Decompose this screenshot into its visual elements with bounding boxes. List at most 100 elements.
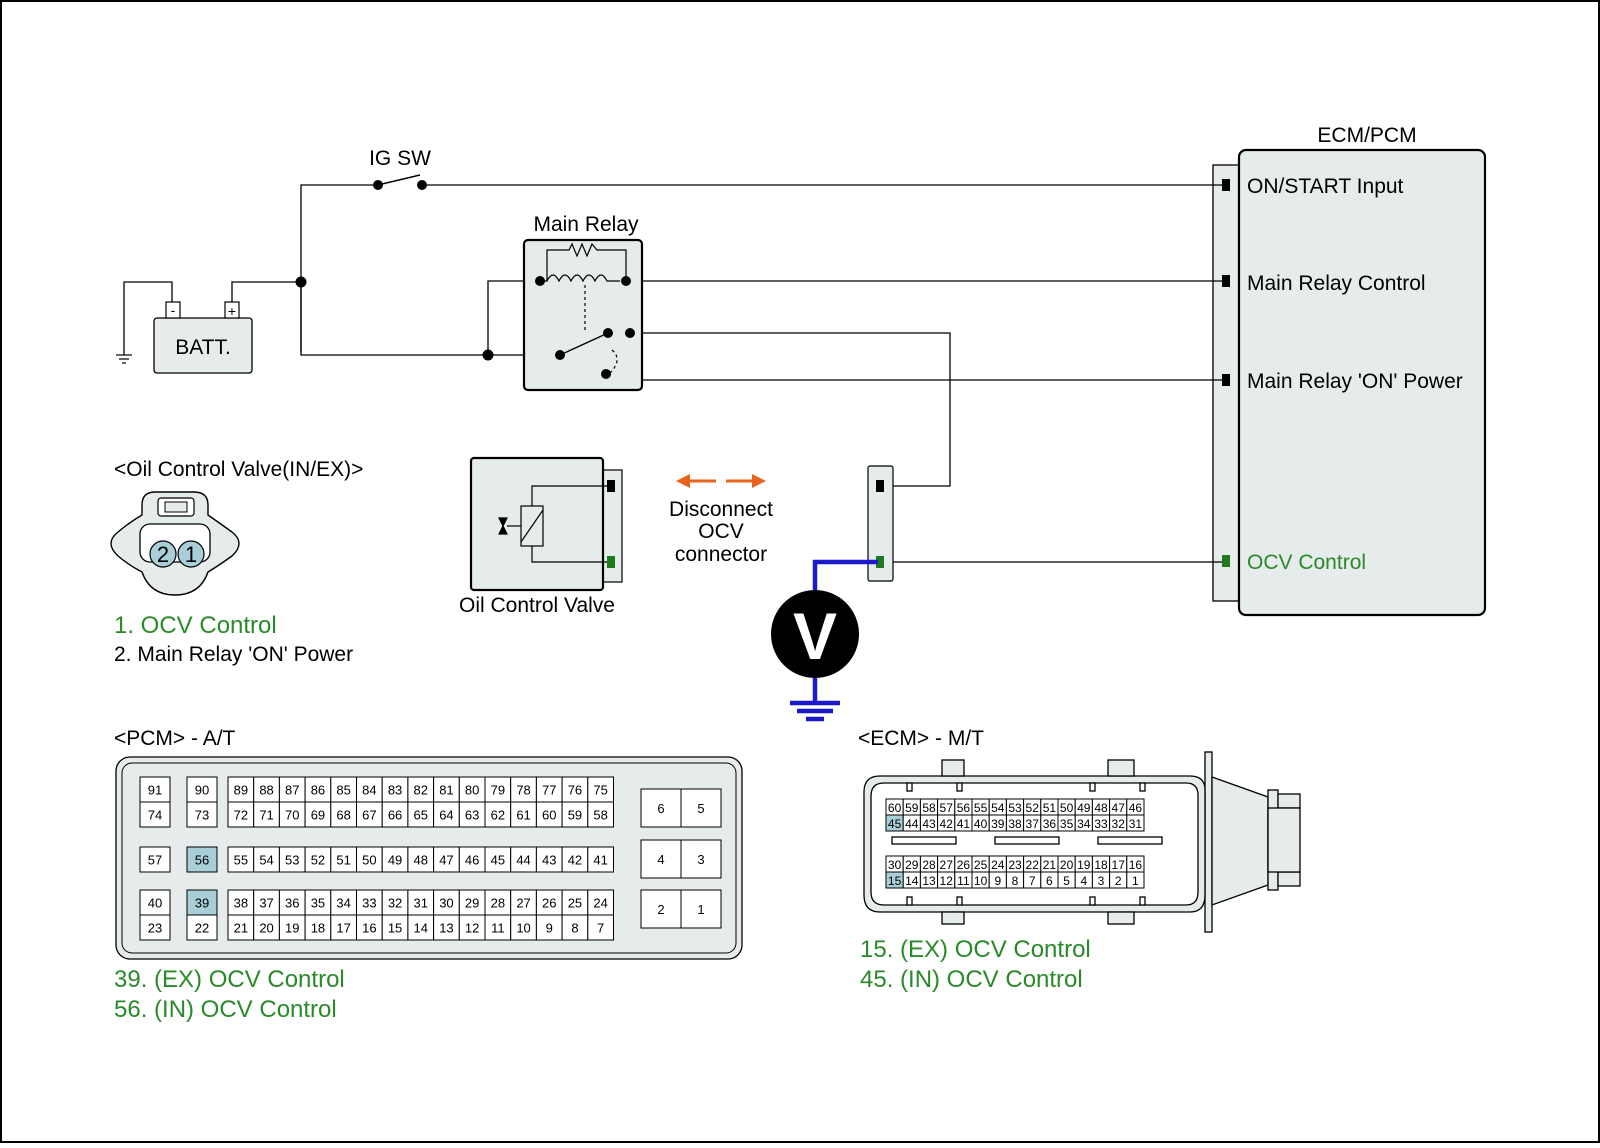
ecm-pin-main-relay-on-power xyxy=(1222,374,1230,386)
wires xyxy=(123,184,1222,563)
ocv-pin-1: 1 xyxy=(185,542,197,567)
ecm-pin-on-start xyxy=(1222,179,1230,191)
harness-pin-2 xyxy=(876,556,884,568)
pin-number: 52 xyxy=(311,853,325,868)
pin-number: 44 xyxy=(905,817,919,831)
pin-number: 71 xyxy=(259,808,273,823)
pin-number: 82 xyxy=(414,783,428,798)
pin-number: 91 xyxy=(148,783,162,798)
pin-number: 76 xyxy=(568,783,582,798)
pin-number: 17 xyxy=(336,921,350,936)
pin-number: 24 xyxy=(593,896,607,911)
pin-cell xyxy=(186,801,218,828)
pin-cell xyxy=(1126,871,1145,889)
pin-number: 54 xyxy=(991,801,1005,815)
pcm-legend-1: 39. (EX) OCV Control xyxy=(114,966,345,993)
ecm-pcm-label: ECM/PCM xyxy=(1317,124,1416,147)
pin-cell xyxy=(510,776,537,803)
relay-contact xyxy=(625,328,635,338)
pin-number: 26 xyxy=(542,896,556,911)
pin-cell xyxy=(278,914,306,941)
battery-positive-terminal xyxy=(224,301,240,319)
pin-number: 42 xyxy=(568,853,582,868)
pin-number: 78 xyxy=(516,783,530,798)
pin-cell xyxy=(278,889,306,916)
pin-number: 38 xyxy=(1008,817,1022,831)
pin-number: 35 xyxy=(1060,817,1074,831)
ocv-pin-2: 2 xyxy=(157,542,169,567)
pcm-connector-inner xyxy=(121,762,737,954)
pin-number: 9 xyxy=(994,874,1001,888)
pin-number: 26 xyxy=(957,858,971,872)
pin-number: 3 xyxy=(1098,874,1105,888)
disconnect-text-2: OCV xyxy=(698,520,744,543)
pin-number: 22 xyxy=(195,921,209,936)
pin-number: 42 xyxy=(940,817,954,831)
pin-number: 3 xyxy=(697,852,704,867)
pin-cell xyxy=(381,846,409,873)
pin-number: 21 xyxy=(1043,858,1057,872)
pin-number: 53 xyxy=(285,853,299,868)
pin-cell xyxy=(1126,814,1145,832)
main-relay-on-power-label: Main Relay 'ON' Power xyxy=(1247,370,1463,393)
pin-number: 48 xyxy=(1094,801,1108,815)
pin-number: 7 xyxy=(1029,874,1036,888)
pin-cell xyxy=(433,846,460,873)
pin-number: 40 xyxy=(974,817,988,831)
pin-number: 52 xyxy=(1026,801,1040,815)
pin-number: 16 xyxy=(1129,858,1143,872)
pin-number: 2 xyxy=(657,902,664,917)
pin-number: 10 xyxy=(516,921,530,936)
ig-sw-lever xyxy=(377,174,421,186)
pin-number: 43 xyxy=(922,817,936,831)
pin-cell xyxy=(535,846,563,873)
pin-number: 32 xyxy=(388,896,402,911)
pin-number: 7 xyxy=(597,921,604,936)
pin-number: 13 xyxy=(922,874,936,888)
pin-cell xyxy=(587,889,614,916)
pin-cell xyxy=(253,889,280,916)
battery-label: BATT. xyxy=(175,336,231,359)
pin-number: 28 xyxy=(491,896,505,911)
pin-number: 68 xyxy=(336,808,350,823)
pin-number: 51 xyxy=(1043,801,1057,815)
ecm-pin-ocv-control xyxy=(1222,555,1230,567)
pin-number: 17 xyxy=(1112,858,1126,872)
relay-contact xyxy=(621,276,631,286)
pin-number: 77 xyxy=(542,783,556,798)
pin-number: 46 xyxy=(1129,801,1143,815)
pin-number: 41 xyxy=(593,853,607,868)
ig-sw-label: IG SW xyxy=(369,147,431,170)
pin-number: 36 xyxy=(1043,817,1057,831)
ocv-box xyxy=(469,456,605,592)
pin-number: 8 xyxy=(571,921,578,936)
pin-cell xyxy=(510,914,537,941)
pin-cell xyxy=(253,801,280,828)
pin-number: 8 xyxy=(1012,874,1019,888)
pin-cell xyxy=(227,914,255,941)
relay-contact xyxy=(535,276,545,286)
pin-number: 20 xyxy=(259,921,273,936)
pin-number: 18 xyxy=(1094,858,1108,872)
pin-number: 30 xyxy=(888,858,902,872)
pin-number: 57 xyxy=(940,801,954,815)
ocv-control-label: OCV Control xyxy=(1247,551,1366,574)
pin-number: 36 xyxy=(285,896,299,911)
pin-cell xyxy=(330,846,357,873)
pin-number: 21 xyxy=(234,921,248,936)
pin-number: 53 xyxy=(1008,801,1022,815)
pin-cell xyxy=(139,914,171,941)
pin-cell xyxy=(587,914,614,941)
pin-number: 49 xyxy=(1077,801,1091,815)
pin-number: 35 xyxy=(311,896,325,911)
pin-number: 80 xyxy=(465,783,479,798)
ocv-legend-1: 1. OCV Control xyxy=(114,612,277,639)
pin-number: 34 xyxy=(1077,817,1091,831)
ecm-connector-body xyxy=(863,751,1301,933)
pin-number: 11 xyxy=(491,921,505,936)
pin-number: 79 xyxy=(491,783,505,798)
pin-cell xyxy=(330,889,357,916)
pin-number: 5 xyxy=(697,801,704,816)
main-relay-label: Main Relay xyxy=(533,213,639,236)
